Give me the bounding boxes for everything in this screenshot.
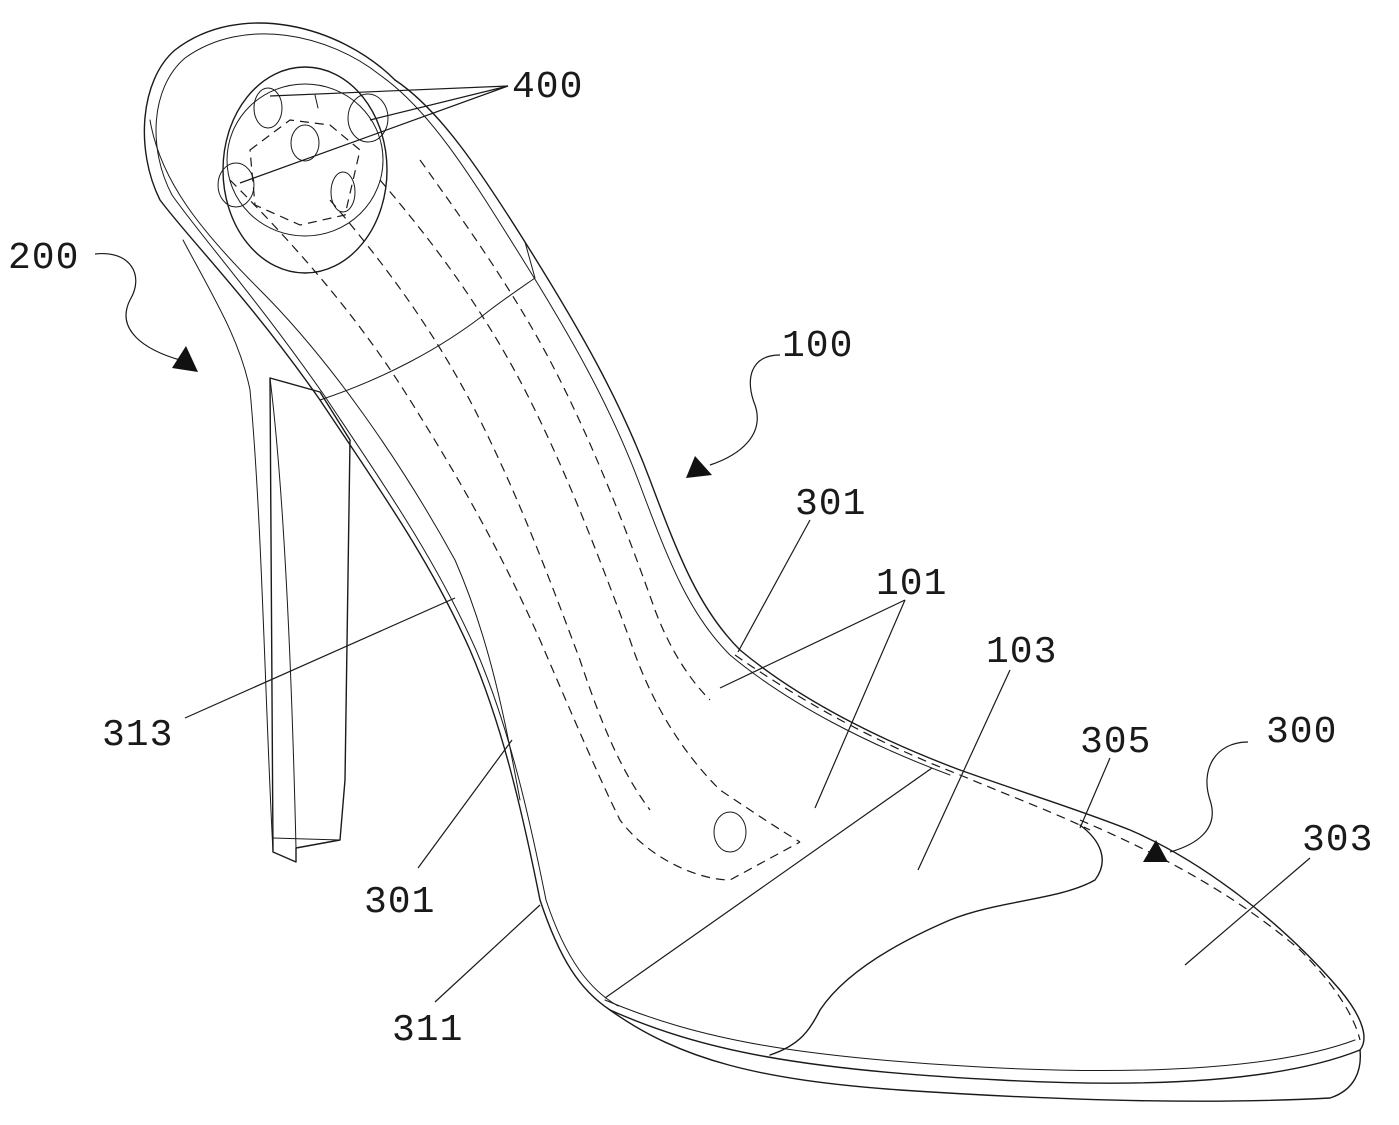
label-311: 311: [392, 1009, 463, 1052]
label-305: 305: [1080, 721, 1151, 764]
label-301-bottom: 301: [364, 881, 435, 924]
shoe-body-100: [143, 22, 1365, 1102]
label-103: 103: [986, 631, 1057, 674]
arrowhead-300: [1143, 840, 1168, 862]
heel-part-200: [182, 239, 351, 863]
leader-101-b: [814, 599, 906, 809]
label-200: 200: [8, 237, 79, 280]
label-101: 101: [876, 563, 947, 606]
leader-303: [1184, 857, 1311, 966]
leader-101-a: [719, 599, 906, 689]
leader-305: [1079, 757, 1111, 829]
arrowhead-100: [686, 456, 712, 478]
arrowheads: [172, 346, 1168, 862]
label-100: 100: [782, 325, 853, 368]
leader-301-top: [737, 519, 811, 653]
label-303: 303: [1302, 819, 1373, 862]
leader-311: [434, 904, 541, 1003]
arrowhead-200: [172, 346, 198, 372]
leader-300: [1169, 741, 1249, 853]
reference-numerals: 400 200 100 301 101 103 305 300 303 313 …: [8, 66, 1373, 1052]
label-400: 400: [512, 66, 583, 109]
insole-shank: [229, 159, 801, 881]
label-300: 300: [1266, 711, 1337, 754]
leader-100: [709, 354, 781, 466]
label-313: 313: [102, 714, 173, 757]
leader-lines: [94, 253, 1311, 1003]
leader-313: [184, 597, 456, 719]
heel-fixing-assembly-400: [217, 66, 509, 274]
counter-seam: [319, 241, 536, 401]
leader-103: [917, 669, 1011, 871]
label-301-top: 301: [795, 483, 866, 526]
leader-301-bottom: [417, 739, 513, 869]
leader-200: [94, 253, 181, 361]
leader-vamp-seam: [604, 767, 933, 999]
